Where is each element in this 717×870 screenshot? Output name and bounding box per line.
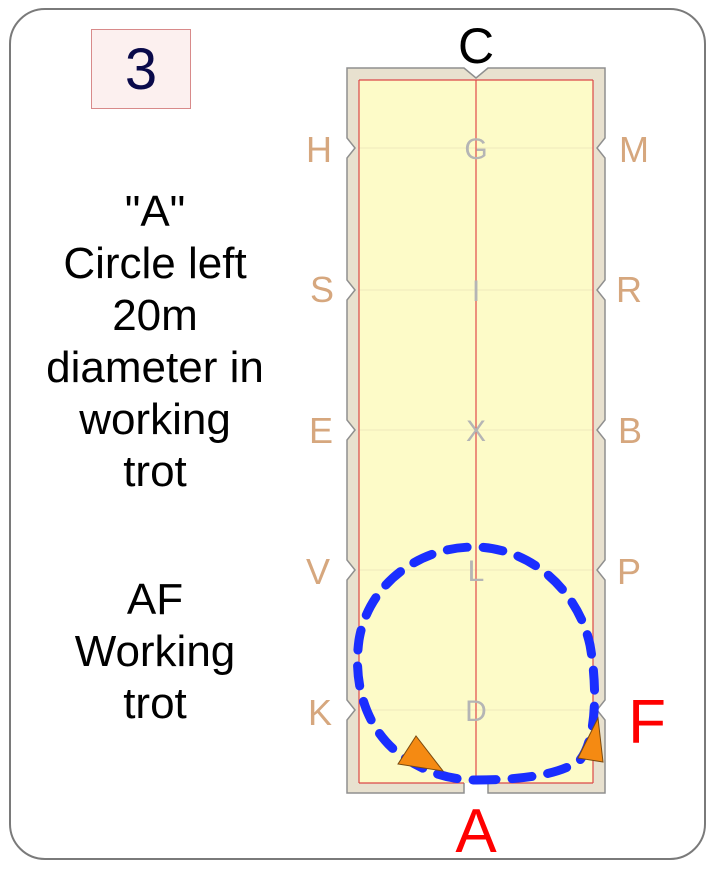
instruction-line: Working [74, 627, 236, 676]
instruction-line: AF [126, 575, 184, 624]
movement-number: 3 [124, 36, 158, 102]
letter-b: B [618, 410, 642, 451]
instruction-line: working [79, 395, 231, 444]
letter-l: L [468, 555, 485, 588]
letter-a: A [455, 797, 497, 866]
transition-instruction: AF Working trot [20, 574, 290, 730]
letter-g: G [464, 133, 487, 166]
movement-number-box: 3 [91, 29, 191, 109]
direction-arrow [397, 735, 445, 772]
letter-c: C [458, 18, 494, 74]
circle-path [353, 542, 600, 785]
letter-f: F [628, 688, 666, 757]
letter-i: I [472, 275, 480, 308]
instruction-line: Circle left [63, 239, 247, 288]
instruction-line: 20m [112, 291, 198, 340]
instruction-line: trot [123, 447, 187, 496]
instruction-line: trot [123, 679, 187, 728]
letter-e: E [309, 410, 333, 451]
movement-instruction: "A" Circle left 20m diameter in working … [20, 186, 290, 498]
instruction-line: diameter in [46, 343, 264, 392]
letter-k: K [308, 692, 332, 733]
letter-m: M [619, 129, 649, 170]
letter-s: S [310, 269, 334, 310]
direction-arrow [577, 716, 604, 763]
letter-v: V [306, 551, 330, 592]
letter-r: R [616, 269, 642, 310]
instruction-line: "A" [124, 187, 186, 236]
letter-d: D [465, 695, 487, 728]
letter-x: X [466, 415, 486, 448]
letter-h: H [306, 129, 332, 170]
letter-p: P [617, 551, 641, 592]
